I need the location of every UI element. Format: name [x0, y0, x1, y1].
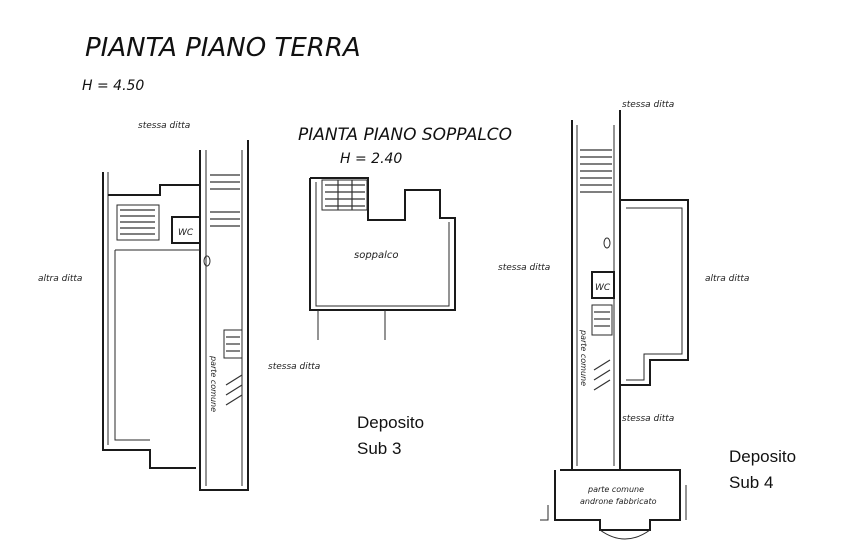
mezzanine-room-label: soppalco	[354, 250, 399, 261]
ground-label-common: parte comune	[209, 355, 218, 412]
ground-floor-height: H = 4.50	[82, 78, 144, 94]
sub3-line1: Deposito	[357, 413, 424, 432]
right-label-top: stessa ditta	[622, 100, 674, 110]
right-label-bottom: stessa ditta	[622, 414, 674, 424]
ground-wc-label: WC	[178, 228, 194, 238]
sub3-line2: Sub 3	[357, 439, 401, 458]
right-label-common: parte comune	[579, 329, 588, 386]
mezzanine-title: PIANTA PIANO SOPPALCO	[298, 125, 512, 145]
ground-label-top: stessa ditta	[138, 121, 190, 131]
ground-label-left: altra ditta	[38, 274, 82, 284]
mezzanine-plan: soppalco	[309, 177, 456, 340]
right-floor-plan: WC stessa ditta stessa ditta altra ditta…	[498, 100, 749, 540]
right-lower-line1: parte comune	[587, 485, 644, 494]
ground-floor-title: PIANTA PIANO TERRA	[85, 33, 361, 63]
sub4-line1: Deposito	[729, 447, 796, 466]
ground-floor-plan: WC stessa ditta altra ditta stessa ditta…	[38, 121, 320, 491]
right-label-left: stessa ditta	[498, 263, 550, 273]
mezzanine-height: H = 2.40	[340, 151, 402, 167]
sub4-line2: Sub 4	[729, 473, 773, 492]
right-lower-line2: androne fabbricato	[580, 497, 657, 506]
right-wc-label: WC	[595, 283, 611, 293]
ground-label-right: stessa ditta	[268, 362, 320, 372]
right-label-right: altra ditta	[705, 274, 749, 284]
